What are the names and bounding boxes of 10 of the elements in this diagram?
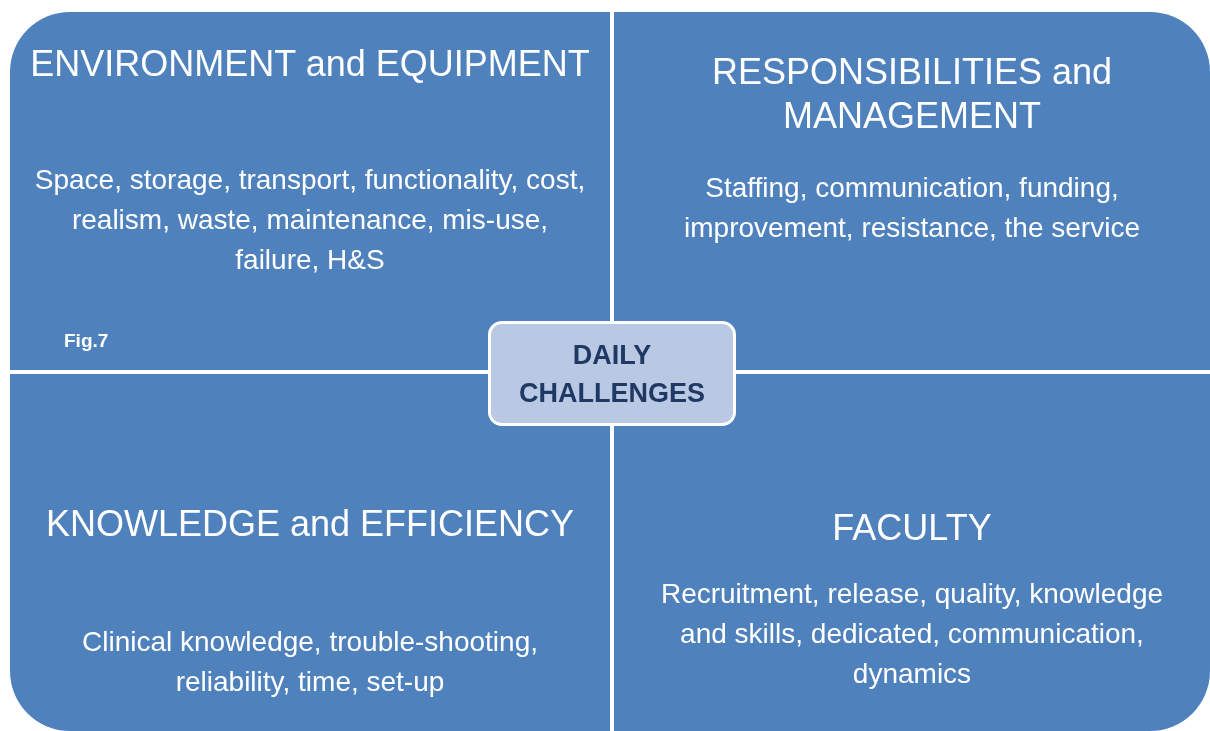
quadrant-heading: FACULTY xyxy=(831,506,993,550)
figure-number: Fig.7 xyxy=(64,330,109,352)
quadrant-heading: ENVIRONMENT and EQUIPMENT xyxy=(29,42,591,86)
quadrant-heading: KNOWLEDGE and EFFICIENCY xyxy=(44,502,576,546)
quadrant-text: Space, storage, transport, functionality, cost, realism, waste, maintenance, mis-use, failure, H&S xyxy=(33,163,587,277)
quadrant-text: Clinical knowledge, trouble-shooting, reliability, time, set-up xyxy=(80,625,539,699)
quadrant-text: Recruitment, release, quality, knowledge and skills, dedicated, communication, dynamics xyxy=(659,577,1165,691)
quadrant-heading: RESPONSIBILITIES and MANAGEMENT xyxy=(710,50,1114,138)
quadrant-text: Staffing, communication, funding, improvement, resistance, the service xyxy=(683,171,1141,245)
center-label-box: DAILY CHALLENGES xyxy=(488,321,736,426)
